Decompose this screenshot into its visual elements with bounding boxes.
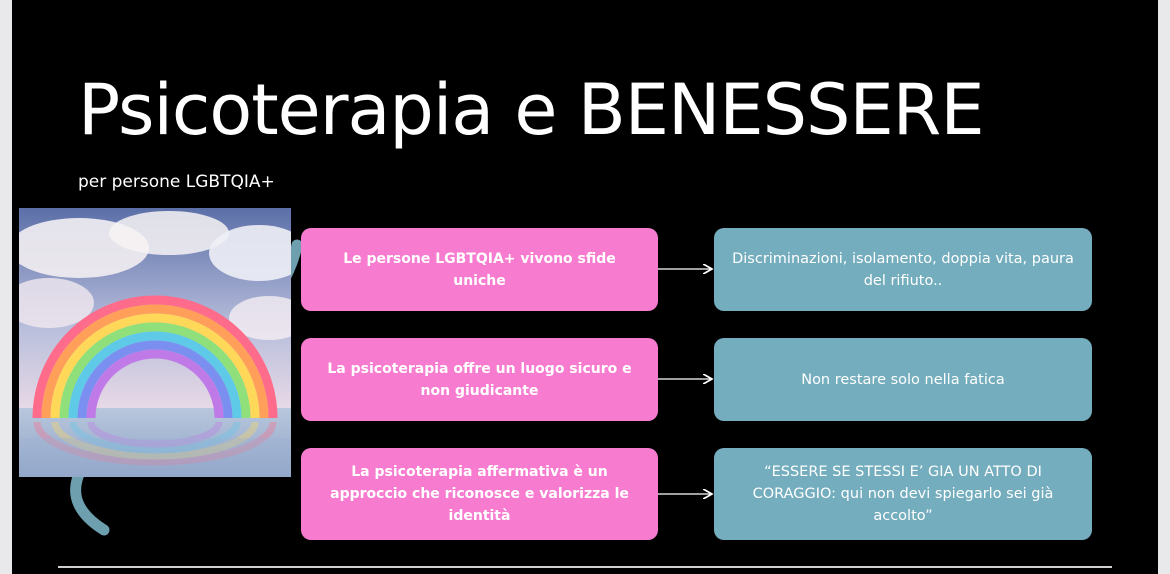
challenge-detail-box: Discriminazioni, isolamento, doppia vita…	[714, 228, 1092, 311]
affirmative-therapy-box: La psicoterapia affermativa è un approcc…	[301, 448, 658, 540]
challenge-box: Le persone LGBTQIA+ vivono sfide uniche	[301, 228, 658, 311]
slide: Psicoterapia e BENESSERE per persone LGB…	[12, 0, 1158, 574]
safe-space-box: La psicoterapia offre un luogo sicuro e …	[301, 338, 658, 421]
rainbow-image	[19, 208, 291, 477]
divider-line	[58, 566, 1112, 568]
page-title: Psicoterapia e BENESSERE	[78, 69, 985, 151]
page-subtitle: per persone LGBTQIA+	[78, 172, 275, 192]
affirmative-quote-box: “ESSERE SE STESSI E’ GIA UN ATTO DI CORA…	[714, 448, 1092, 540]
safe-space-detail-box: Non restare solo nella fatica	[714, 338, 1092, 421]
